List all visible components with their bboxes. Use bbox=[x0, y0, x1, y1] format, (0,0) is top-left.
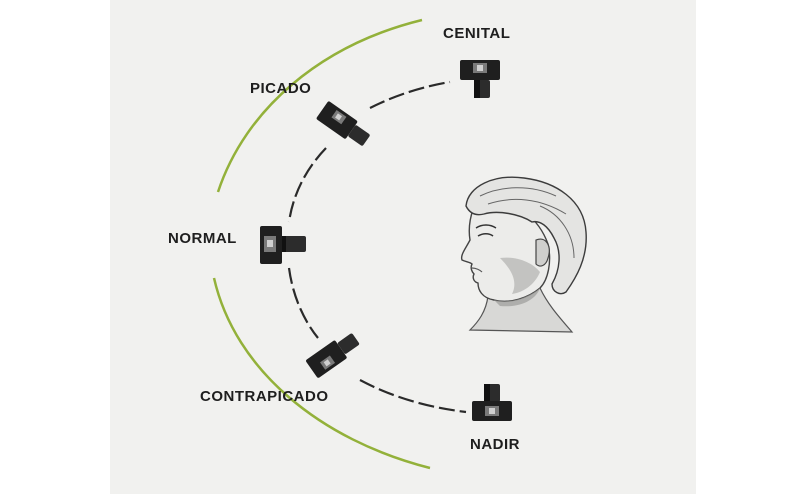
outer-arc-lower bbox=[212, 277, 431, 470]
camera-icon bbox=[306, 333, 360, 378]
inner-arc-bottom bbox=[359, 379, 467, 414]
label-contrapicado: CONTRAPICADO bbox=[200, 388, 329, 405]
inner-arc-top bbox=[369, 80, 451, 109]
label-cenital: CENITAL bbox=[443, 25, 511, 42]
head-profile-icon bbox=[460, 176, 587, 333]
camera-icon bbox=[460, 60, 500, 98]
camera-icon bbox=[260, 226, 306, 264]
inner-arc-lower bbox=[287, 267, 319, 339]
diagram-panel bbox=[110, 0, 696, 494]
label-nadir: NADIR bbox=[470, 436, 520, 453]
outer-arc-upper bbox=[216, 18, 423, 193]
label-picado: PICADO bbox=[250, 80, 312, 97]
camera-icon bbox=[316, 101, 370, 146]
camera-icon bbox=[472, 384, 512, 421]
inner-arc-upper bbox=[287, 147, 327, 223]
label-normal: NORMAL bbox=[168, 230, 237, 247]
